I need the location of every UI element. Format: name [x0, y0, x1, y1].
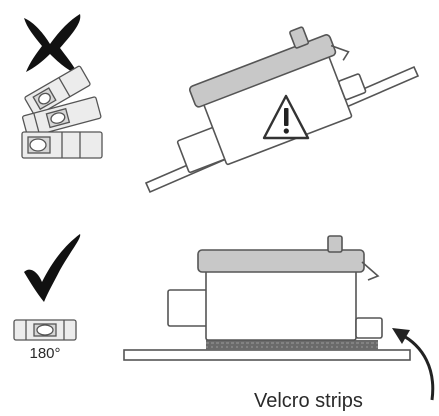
- spirit-level-flat-icon: [13, 319, 77, 341]
- device-tilted: [176, 26, 367, 174]
- spirit-level-tilted-icon: [21, 65, 103, 159]
- device-flat: [167, 235, 383, 341]
- x-icon: [24, 14, 81, 74]
- velcro-strips: [206, 340, 378, 350]
- flat-mounting-surface: [123, 349, 411, 361]
- velcro-pointer-arrow: [392, 328, 435, 401]
- level-angle-label: 180°: [29, 345, 60, 362]
- warning-triangle-icon: [262, 94, 310, 140]
- correct-section: 180°: [13, 234, 435, 412]
- check-icon: [24, 234, 81, 302]
- incorrect-section: [21, 14, 420, 194]
- velcro-strips-label: Velcro strips: [254, 390, 363, 412]
